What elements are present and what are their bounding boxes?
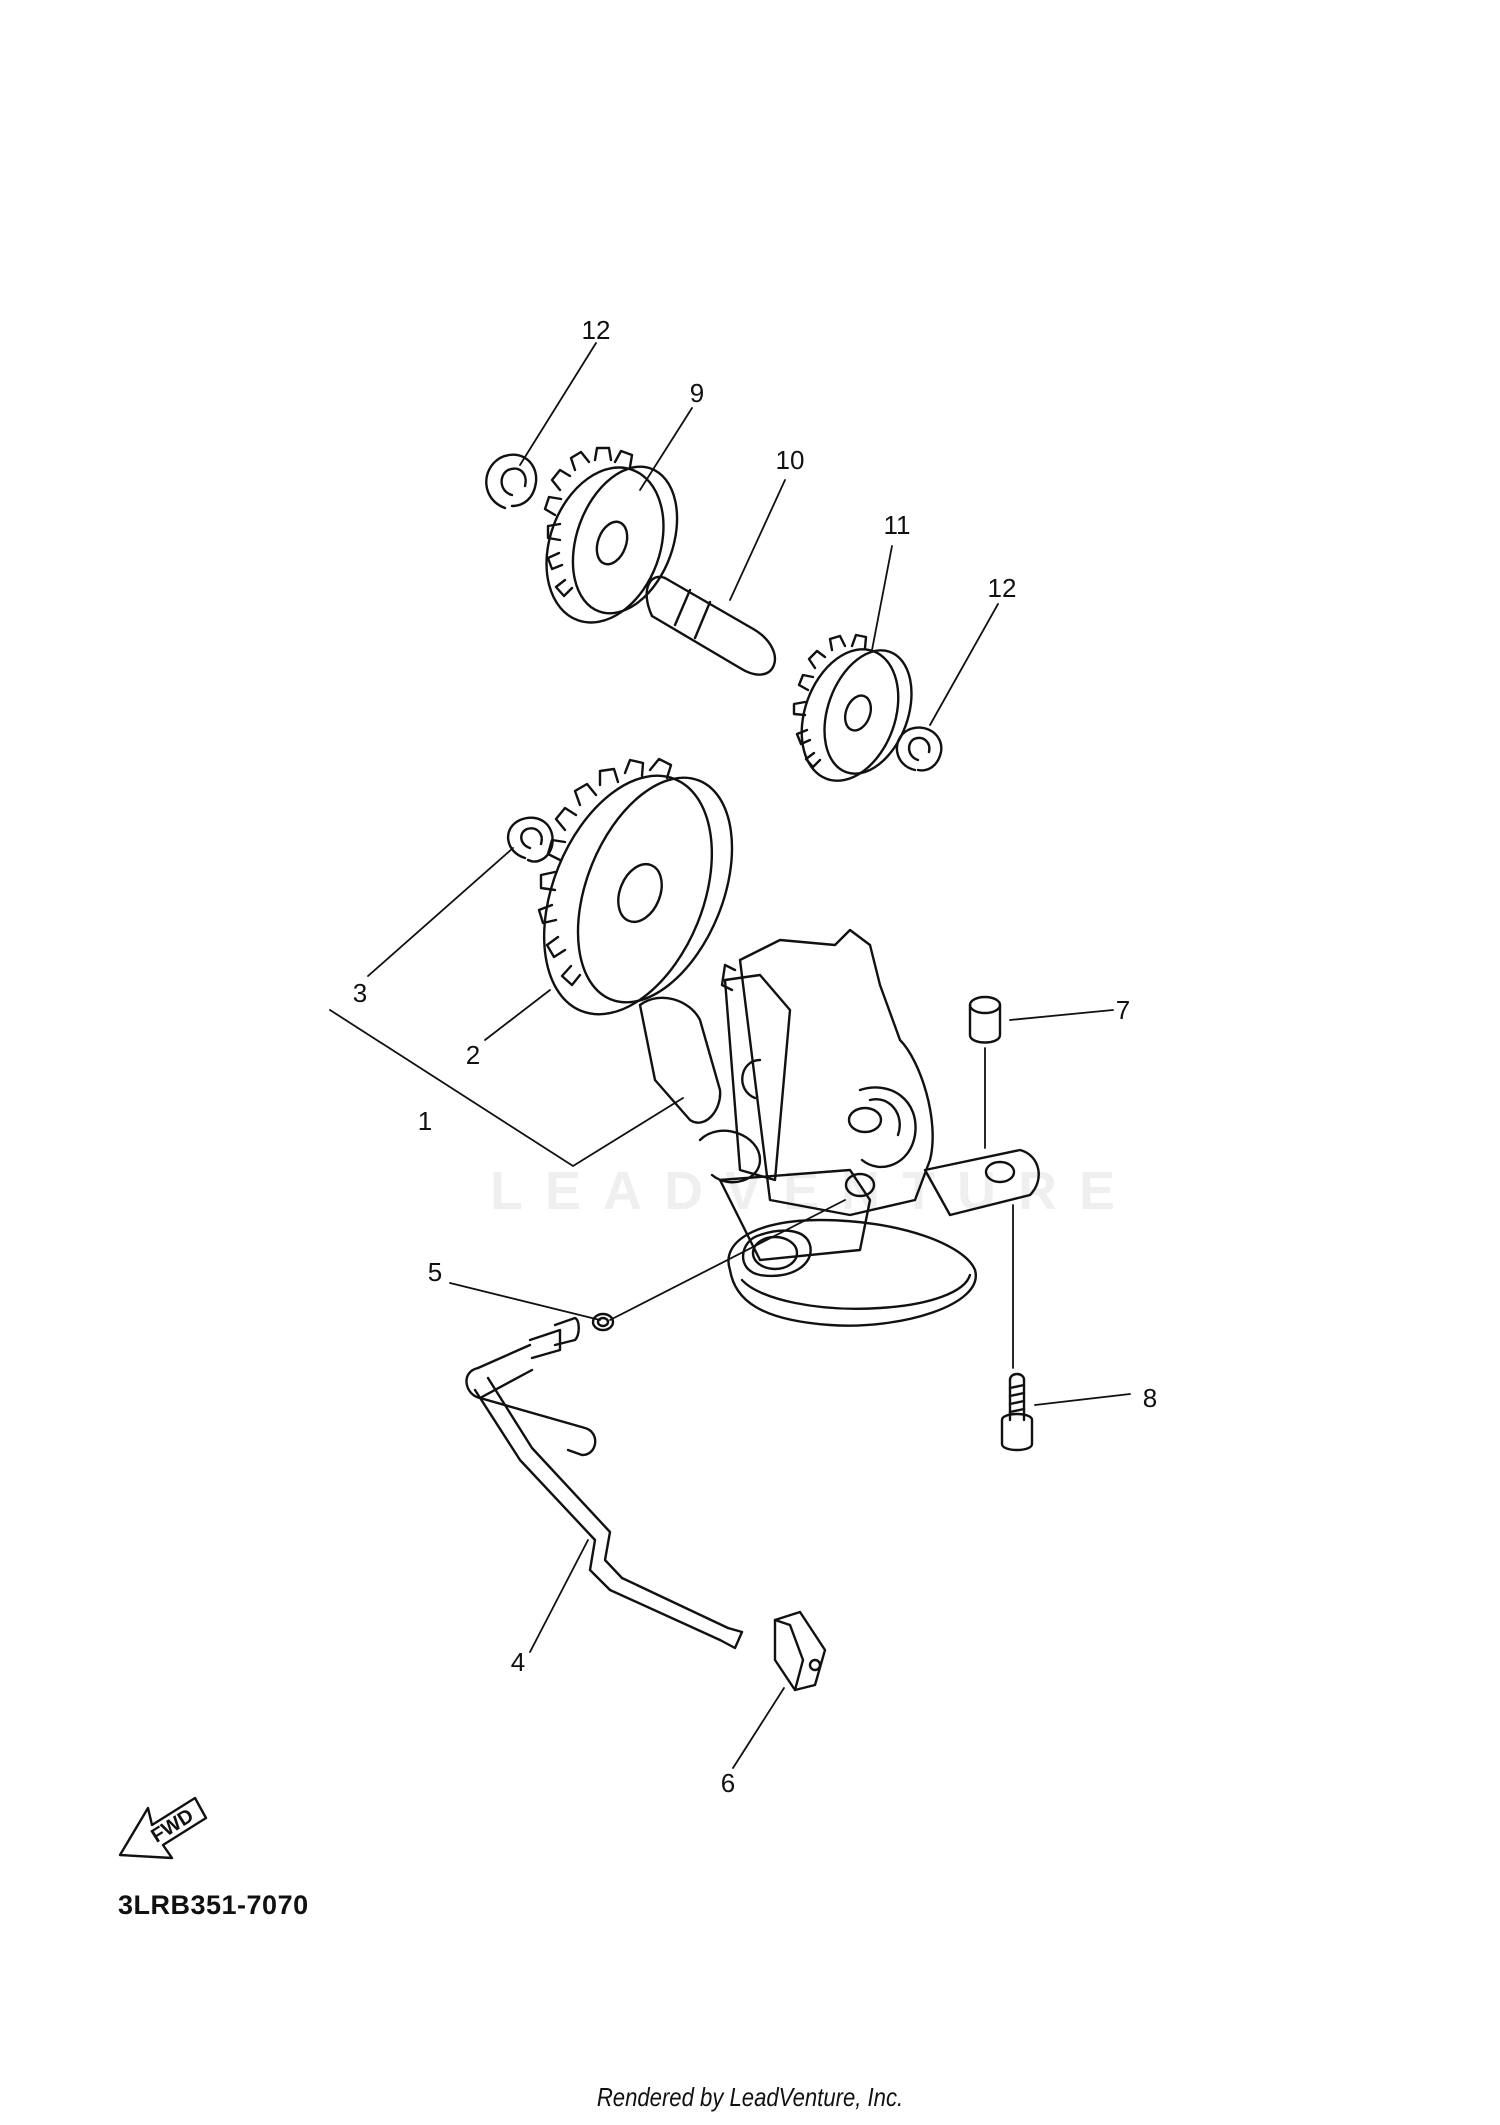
callout-8: 8 bbox=[1142, 1383, 1158, 1413]
gear-part-11 bbox=[792, 633, 913, 782]
circlip-part-12-top bbox=[485, 453, 538, 510]
callout-2: 2 bbox=[465, 1040, 481, 1070]
callout-5: 5 bbox=[427, 1257, 443, 1287]
bolt-part-8 bbox=[1000, 1372, 1034, 1452]
callout-3: 3 bbox=[352, 978, 368, 1008]
shaft-part-10 bbox=[645, 575, 777, 676]
callout-4: 4 bbox=[510, 1647, 526, 1677]
gear-part-9 bbox=[543, 446, 679, 624]
footer-credit: Rendered by LeadVenture, Inc. bbox=[596, 2082, 904, 2112]
dowel-part-7 bbox=[968, 995, 1002, 1044]
gear-part-2 bbox=[537, 757, 734, 1016]
callout-7: 7 bbox=[1115, 995, 1131, 1025]
callout-12-top: 12 bbox=[581, 315, 611, 345]
circlip-part-3 bbox=[506, 816, 554, 863]
watermark: LEADVENTURE bbox=[490, 1161, 1138, 1221]
callout-1: 1 bbox=[417, 1106, 433, 1136]
clip-part-6 bbox=[773, 1610, 827, 1692]
circlip-part-12-right bbox=[895, 726, 943, 772]
o-ring-part-5 bbox=[591, 1312, 615, 1332]
leader-lines bbox=[329, 342, 1131, 1769]
oil-pump-assembly-part-1 bbox=[638, 928, 1040, 1327]
fwd-arrow-icon bbox=[118, 1796, 208, 1860]
callout-6: 6 bbox=[720, 1768, 736, 1798]
callout-11: 11 bbox=[883, 510, 911, 540]
callout-9: 9 bbox=[689, 378, 705, 408]
oil-pipe-part-4 bbox=[465, 1316, 744, 1650]
callout-12-right: 12 bbox=[987, 573, 1017, 603]
drawing-code: 3LRB351-7070 bbox=[118, 1890, 309, 1920]
callout-10: 10 bbox=[775, 445, 805, 475]
